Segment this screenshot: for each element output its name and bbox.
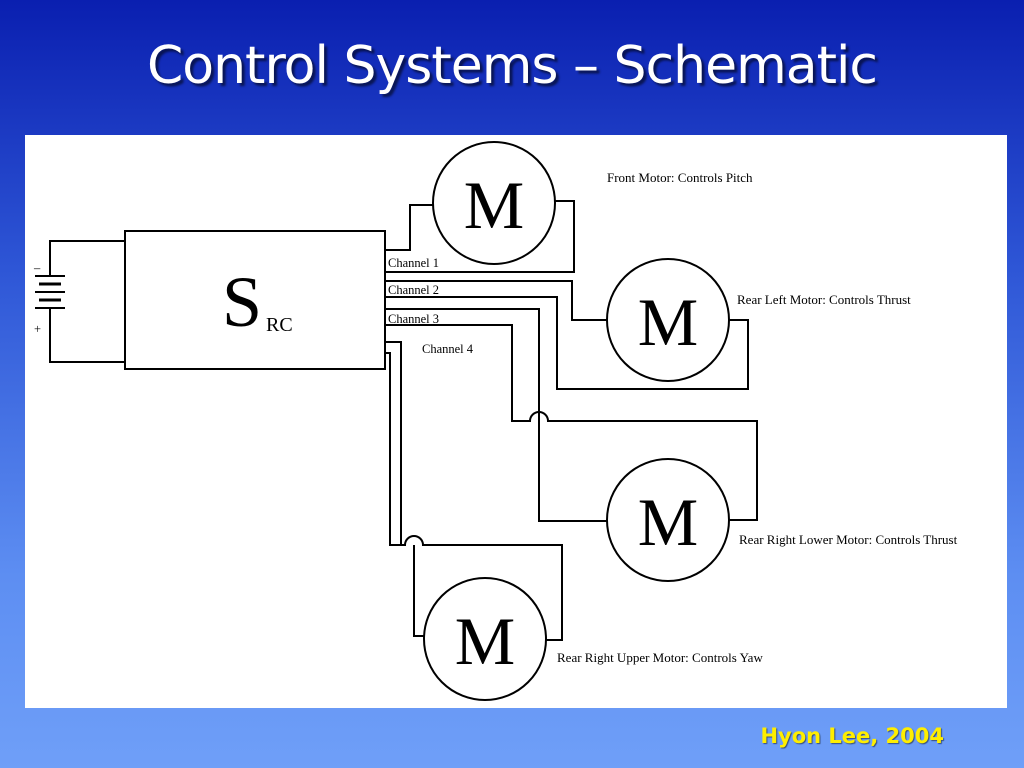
battery-plus-label: + bbox=[34, 322, 41, 336]
schematic-diagram: – + S RC Channel 1 C bbox=[25, 135, 1007, 708]
rear-left-wire-a bbox=[385, 280, 607, 321]
channel-3-wiring bbox=[385, 308, 758, 522]
battery: – + bbox=[33, 240, 125, 363]
rear-right-lower-motor-circle bbox=[606, 458, 730, 582]
receiver-symbol: S bbox=[222, 262, 262, 342]
rear-left-motor-label: Rear Left Motor: Controls Thrust bbox=[737, 292, 911, 307]
battery-wire-top bbox=[49, 240, 125, 268]
rear-right-lower-motor: M Rear Right Lower Motor: Controls Thrus… bbox=[606, 458, 958, 582]
schematic-svg: – + S RC Channel 1 C bbox=[33, 141, 958, 701]
front-motor-wire-b bbox=[385, 200, 575, 273]
receiver-rect bbox=[124, 230, 386, 370]
battery-minus-label: – bbox=[33, 261, 41, 275]
front-motor-wire-a bbox=[385, 204, 433, 251]
rear-left-wire-b bbox=[385, 296, 749, 390]
battery-wire-bottom bbox=[49, 317, 125, 363]
receiver-subscript: RC bbox=[266, 314, 293, 336]
channel-1-label: Channel 1 bbox=[388, 256, 439, 270]
rear-right-lower-wire-b bbox=[385, 324, 758, 521]
channel-2-label: Channel 2 bbox=[388, 283, 439, 297]
rear-left-motor-symbol: M bbox=[638, 284, 698, 360]
slide-title: Control Systems – Schematic bbox=[146, 36, 878, 96]
rear-right-upper-motor-label: Rear Right Upper Motor: Controls Yaw bbox=[557, 650, 763, 665]
rear-right-upper-motor-circle bbox=[423, 577, 547, 701]
rear-left-motor-circle bbox=[606, 258, 730, 382]
channel-4-wiring bbox=[385, 341, 563, 641]
rear-right-upper-motor-symbol: M bbox=[455, 603, 515, 679]
channel-3-label: Channel 3 bbox=[388, 312, 439, 326]
front-motor-circle bbox=[432, 141, 556, 265]
rear-right-lower-wire-a bbox=[385, 308, 607, 522]
rear-right-upper-motor: M Rear Right Upper Motor: Controls Yaw bbox=[423, 577, 763, 701]
author-credit: Hyon Lee, 2004 bbox=[760, 724, 944, 748]
front-motor: M Front Motor: Controls Pitch bbox=[432, 141, 753, 265]
rear-right-lower-motor-symbol: M bbox=[638, 484, 698, 560]
receiver-box: S RC bbox=[124, 230, 386, 370]
channel-2-wiring bbox=[385, 280, 749, 390]
rear-right-upper-wire-b bbox=[385, 352, 425, 637]
rear-left-motor: M Rear Left Motor: Controls Thrust bbox=[606, 258, 911, 382]
channel-1-wiring bbox=[385, 200, 575, 273]
front-motor-label: Front Motor: Controls Pitch bbox=[607, 170, 753, 185]
channel-4-label: Channel 4 bbox=[422, 342, 474, 356]
rear-right-lower-motor-label: Rear Right Lower Motor: Controls Thrust bbox=[739, 532, 958, 547]
front-motor-symbol: M bbox=[464, 167, 524, 243]
